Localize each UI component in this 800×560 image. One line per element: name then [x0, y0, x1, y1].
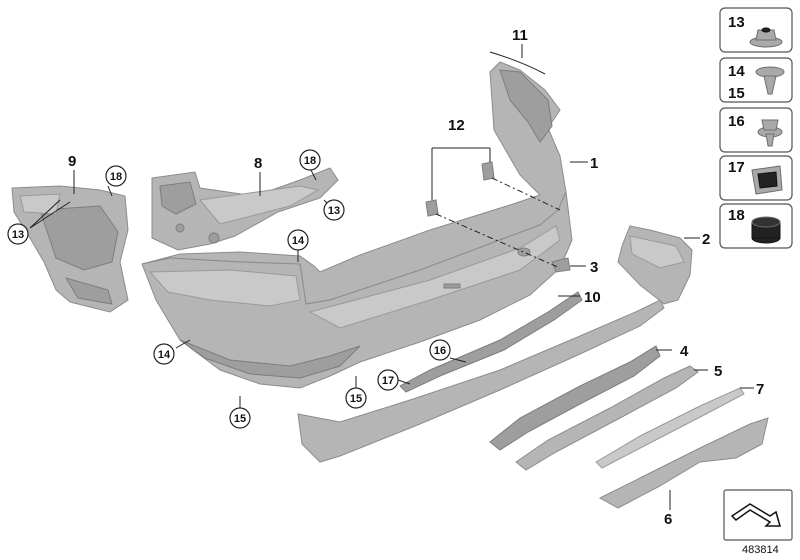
callout-3: 3 [590, 259, 598, 276]
callout-12: 12 [448, 117, 465, 134]
legend-item-13: 13 [719, 7, 793, 53]
part-4-trim [489, 345, 661, 451]
callout-8: 8 [254, 155, 262, 172]
circled-callouts: 13 18 18 13 14 14 15 15 [7, 149, 451, 429]
callout-15-bottom-middle: 15 [345, 387, 367, 409]
callout-16: 16 [429, 339, 451, 361]
part-9-bracket [11, 185, 129, 313]
callout-6: 6 [664, 511, 672, 528]
document-id: 483814 [742, 544, 779, 556]
part-10-strip [399, 291, 583, 393]
part-3-clip [551, 257, 571, 273]
legend-item-17: 17 [719, 155, 793, 201]
svg-text:13: 13 [328, 205, 340, 217]
svg-text:15: 15 [234, 413, 246, 425]
part-diffuser-trim [297, 299, 665, 463]
fastener-legend: 13 14 15 16 17 [719, 7, 793, 249]
part-8-bracket [151, 167, 339, 251]
svg-text:17: 17 [728, 159, 745, 176]
callout-17: 17 [377, 369, 399, 391]
part-5-trim [515, 365, 699, 471]
svg-text:18: 18 [110, 171, 122, 183]
callout-10: 10 [584, 289, 601, 306]
svg-text:18: 18 [728, 207, 745, 224]
legend-item-16: 16 [719, 107, 793, 153]
orientation-arrow-icon [723, 489, 793, 541]
svg-text:14: 14 [158, 349, 171, 361]
callout-2: 2 [702, 231, 710, 248]
svg-text:14: 14 [728, 63, 745, 80]
callout-11: 11 [512, 27, 528, 44]
callout-numbers: 1 2 3 4 5 6 7 8 9 10 11 12 [68, 27, 764, 528]
callout-14-top: 14 [287, 229, 309, 251]
callout-5: 5 [714, 363, 722, 380]
svg-text:16: 16 [728, 113, 745, 130]
part-12-clips [425, 161, 495, 217]
svg-text:15: 15 [350, 393, 362, 405]
svg-text:13: 13 [728, 14, 745, 31]
callout-13-top: 13 [323, 199, 345, 221]
callout-13-left: 13 [7, 223, 29, 245]
part-2-side-trim [617, 225, 693, 305]
part-7-trim [595, 387, 745, 469]
callout-7: 7 [756, 381, 764, 398]
svg-text:13: 13 [12, 229, 24, 241]
callout-9: 9 [68, 153, 76, 170]
legend-item-18: 18 [719, 203, 793, 249]
callout-4: 4 [680, 343, 689, 360]
callout-18-left: 18 [105, 165, 127, 187]
callout-14-left: 14 [153, 343, 175, 365]
callout-15-bottom-left: 15 [229, 407, 251, 429]
svg-text:16: 16 [434, 345, 446, 357]
leader-lines [29, 44, 754, 510]
callout-1: 1 [590, 155, 598, 172]
svg-text:15: 15 [728, 85, 745, 102]
callout-18-top: 18 [299, 149, 321, 171]
legend-item-14-15: 14 15 [719, 57, 793, 103]
svg-text:14: 14 [292, 235, 305, 247]
svg-text:18: 18 [304, 155, 316, 167]
part-6-trim [598, 417, 769, 509]
svg-text:17: 17 [382, 375, 394, 387]
